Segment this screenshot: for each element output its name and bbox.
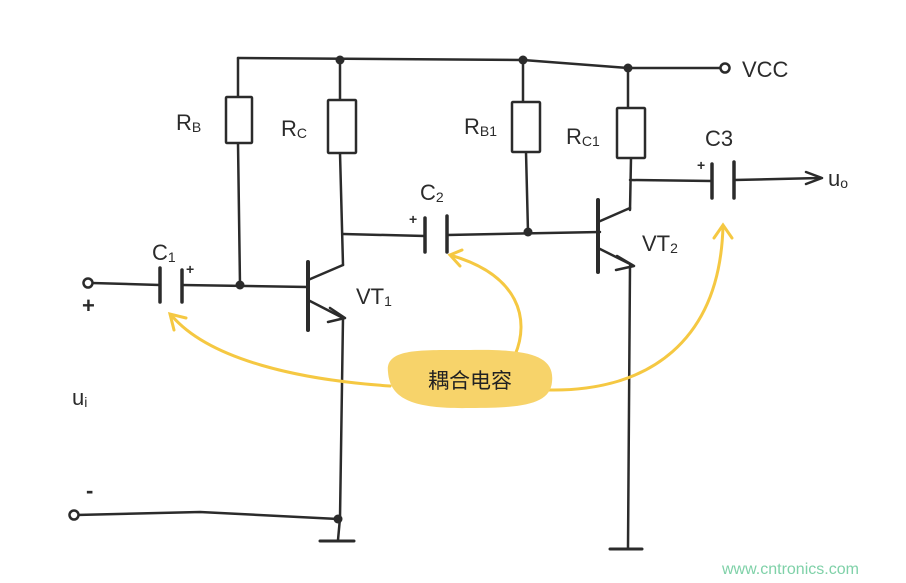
vcc-rail (236, 56, 722, 70)
label-rc1: RC1 (566, 124, 600, 149)
junctions (235, 55, 633, 524)
label-rc: RC (281, 116, 307, 141)
component-labels: RB RC RB1 RC1 C1 C2 C3 + + + VT1 VT2 VCC… (72, 57, 848, 503)
label-vt2: VT2 (642, 231, 678, 256)
arrow-to-c1 (170, 314, 392, 388)
c1-to-vt1-base-wire (180, 283, 310, 289)
resistor-rc (326, 98, 358, 155)
callout-arrows (167, 222, 734, 392)
label-ui: ui (72, 385, 87, 410)
resistor-rc1 (615, 106, 647, 160)
watermark: www.cntronics.com (721, 561, 859, 578)
capacitors (158, 160, 736, 304)
rb1-bottom-wire (524, 150, 530, 234)
label-c1: C1 (152, 240, 176, 265)
junction-dot (333, 514, 343, 524)
rc-bottom-wire (338, 151, 345, 267)
vt1-emitter (306, 298, 345, 320)
resistors (224, 95, 647, 160)
arrow-head-c2 (447, 248, 464, 268)
label-c2: C2 (420, 180, 444, 205)
rc1-bottom-wire (628, 156, 633, 212)
arrow-to-c2 (448, 253, 523, 357)
callout-label: 耦合电容 (428, 369, 512, 393)
capacitor-c1 (158, 266, 184, 304)
bottom-rail (74, 510, 340, 521)
terminals (68, 62, 731, 521)
vt2-emitter-arrow (614, 254, 636, 272)
label-vcc: VCC (742, 57, 789, 82)
resistor-rb (224, 95, 254, 145)
label-c2-plus: + (409, 211, 417, 227)
input-minus-terminal (68, 509, 80, 521)
output-arrow (804, 170, 824, 186)
vt1-collector-to-c2-wire (341, 232, 427, 238)
resistor-rb1 (510, 100, 542, 154)
label-input-minus: - (86, 478, 93, 503)
callout-shape (387, 349, 553, 409)
label-input-plus: + (82, 293, 95, 318)
junction-dot (623, 63, 633, 73)
label-c3: C3 (705, 126, 733, 151)
label-rb: RB (176, 110, 201, 135)
arrow-head-c1 (167, 311, 188, 332)
label-vt1: VT1 (356, 284, 392, 309)
c3-output-wire (732, 176, 822, 182)
junction-dot (235, 280, 245, 290)
rb-bottom-wire (236, 141, 242, 287)
arrow-head-c3 (712, 222, 734, 240)
junction-dot (335, 55, 345, 65)
vt2-collector (596, 206, 632, 224)
label-rb1: RB1 (464, 114, 497, 139)
capacitor-c3 (710, 160, 736, 200)
vt2-collector-to-c3-wire (628, 178, 714, 183)
vcc-terminal (719, 62, 731, 74)
vt1-emitter-arrow (326, 306, 347, 324)
capacitor-c2 (423, 214, 449, 254)
c2-to-vt2-base-wire (445, 230, 602, 237)
input-plus-terminal (82, 277, 94, 289)
arrow-to-c3 (546, 224, 725, 392)
label-c1-plus: + (186, 261, 194, 277)
vt2-emitter-ground-wire (626, 264, 632, 550)
callout-bubble: 耦合电容 (387, 349, 553, 409)
vt1-emitter-ground-wire (336, 316, 345, 542)
vt1-collector (306, 263, 345, 282)
junction-dot (518, 55, 528, 65)
label-uo: uo (828, 166, 848, 191)
input-wire (90, 281, 162, 287)
label-c3-plus: + (697, 157, 705, 173)
junction-dot (523, 227, 533, 237)
